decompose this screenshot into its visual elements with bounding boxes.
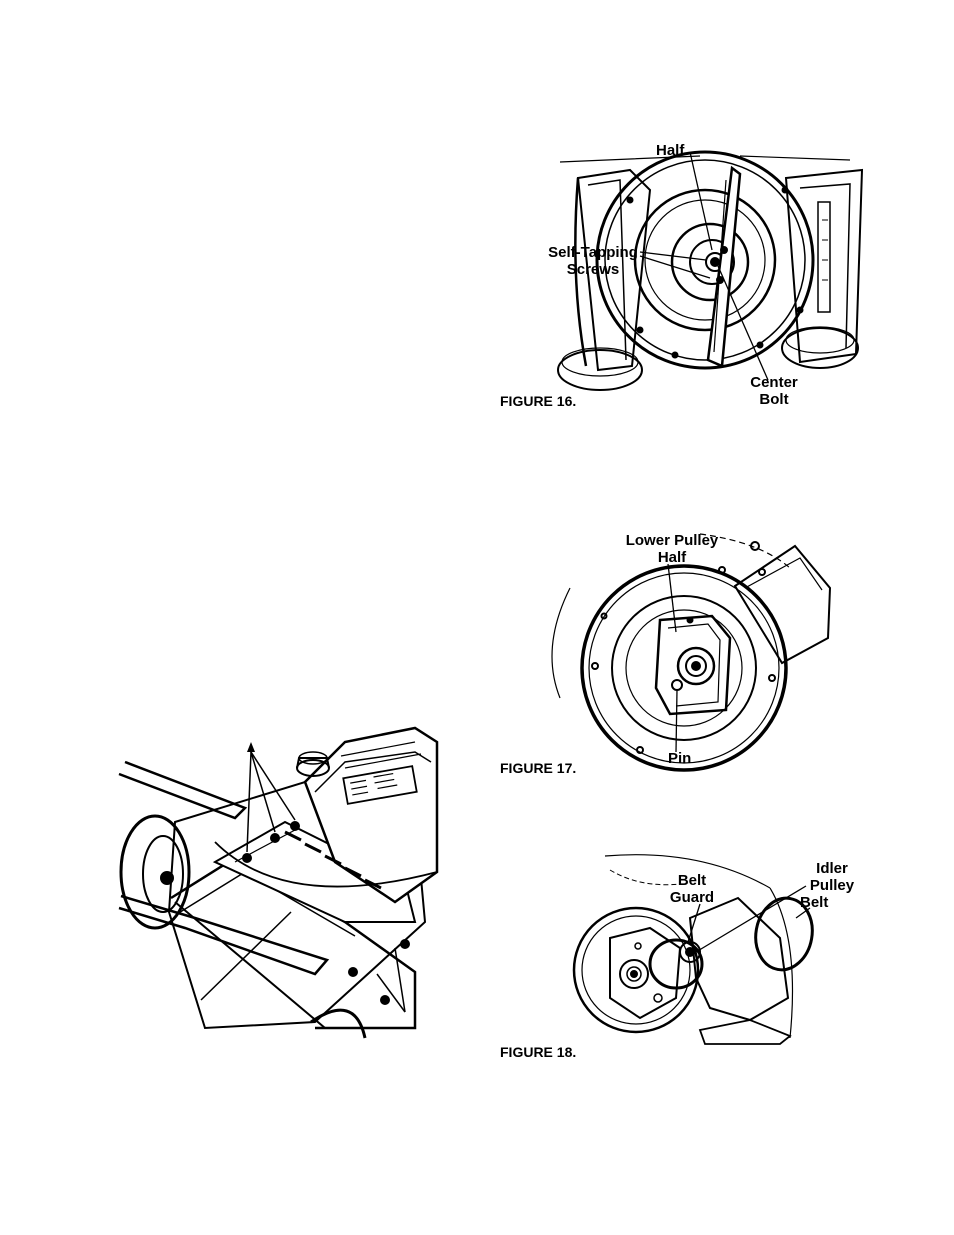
label-center-line2: Bolt <box>746 391 802 408</box>
label-pin: Pin <box>668 750 691 767</box>
figure-17: Lower Pulley Half Pin FIGURE 17. <box>500 528 840 778</box>
label-self-tapping-screws: Self-Tapping Screws <box>538 244 648 278</box>
figure-18-caption: FIGURE 18. <box>500 1044 576 1060</box>
label-idler-line1: Idler <box>800 860 864 877</box>
label-self-tapping-line1: Self-Tapping <box>538 244 648 261</box>
figure-17-caption: FIGURE 17. <box>500 760 576 776</box>
label-belt-guard-line2: Guard <box>662 889 722 906</box>
label-belt-guard: Belt Guard <box>662 872 722 906</box>
label-lower-pulley-line1: Lower Pulley <box>616 532 728 549</box>
label-self-tapping-line2: Screws <box>538 261 648 278</box>
label-half: Half <box>656 142 684 159</box>
figure-18: Belt Guard Idler Pulley Belt FIGURE 18. <box>500 848 870 1068</box>
label-center-bolt: Center Bolt <box>746 374 802 408</box>
label-lower-pulley-half: Lower Pulley Half <box>616 532 728 566</box>
label-idler-line2: Pulley <box>800 877 864 894</box>
label-belt-guard-line1: Belt <box>662 872 722 889</box>
label-center-line1: Center <box>746 374 802 391</box>
mower-illustration <box>115 722 437 1038</box>
figure-16-caption: FIGURE 16. <box>500 393 576 409</box>
label-lower-pulley-line2: Half <box>616 549 728 566</box>
mower-figure <box>115 722 437 1038</box>
label-idler-pulley: Idler Pulley <box>800 860 864 894</box>
label-belt: Belt <box>800 894 828 911</box>
figure-16: Half Self-Tapping Screws Center Bolt FIG… <box>500 130 870 420</box>
